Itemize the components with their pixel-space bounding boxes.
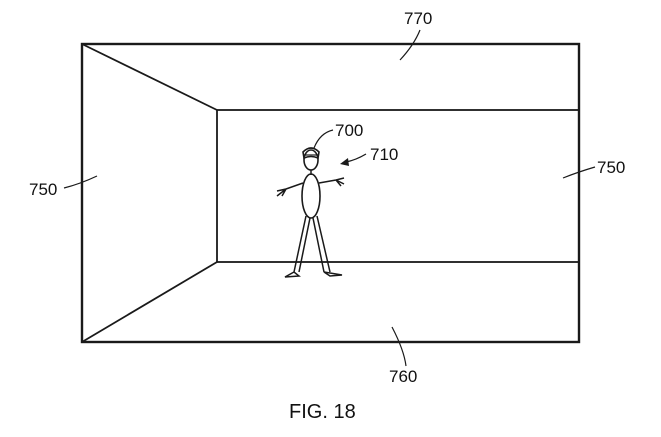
figure-caption: FIG. 18: [289, 401, 356, 423]
headset-icon: [302, 147, 320, 160]
person-right-arm: [318, 177, 345, 187]
label-760: 760: [389, 367, 417, 386]
label-770: 770: [404, 9, 432, 28]
leader-770: [399, 29, 421, 61]
leader-750-right: [562, 166, 596, 179]
leader-700: [313, 129, 334, 149]
back-wall: [216, 109, 580, 263]
leader-750-left: [63, 175, 98, 189]
label-700: 700: [335, 121, 363, 140]
label-710: 710: [370, 145, 398, 164]
person-head: [303, 149, 319, 171]
floor-left-edge: [81, 261, 218, 343]
person-figure: [276, 147, 345, 278]
label-750-right: 750: [597, 158, 625, 177]
person-right-leg: [312, 215, 343, 277]
person-body: [301, 173, 321, 219]
label-750-left: 750: [29, 180, 57, 199]
person-left-arm: [276, 182, 304, 197]
person-left-leg: [284, 215, 311, 278]
ceiling-left-edge: [81, 43, 218, 111]
leader-760: [391, 326, 407, 367]
arrow: [340, 153, 367, 166]
